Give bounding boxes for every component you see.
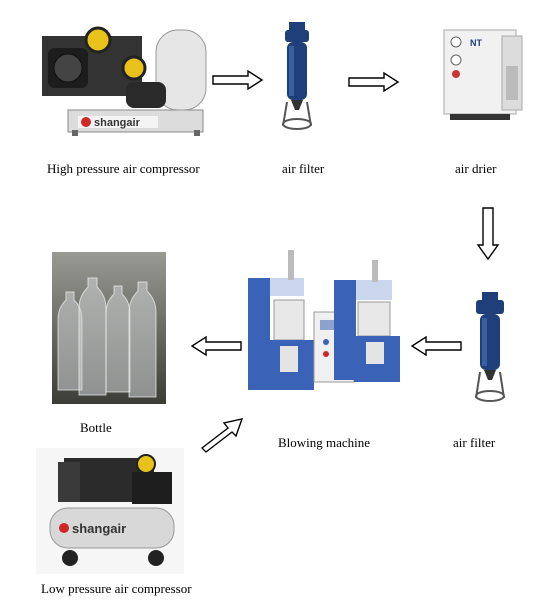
air-filter-top-image [282, 22, 312, 130]
label-high-pressure-compressor: High pressure air compressor [47, 161, 200, 176]
arrow-icon [200, 418, 244, 453]
arrow-icon [348, 71, 400, 93]
air-drier-image: NT [443, 29, 523, 120]
drier-brand-mark: NT [470, 38, 482, 48]
hp-brand-mark: shangair [94, 117, 141, 129]
air-filter-bottom-image [475, 292, 505, 402]
arrow-icon [212, 69, 264, 91]
label-bottle: Bottle [80, 420, 112, 435]
arrow-icon [476, 207, 500, 261]
high-pressure-compressor-image: shangair [38, 18, 213, 138]
low-pressure-compressor-image: shangair [36, 448, 184, 574]
label-blowing-machine: Blowing machine [278, 435, 371, 450]
label-low-pressure-compressor: Low pressure air compressor [41, 581, 192, 596]
label-air-drier: air drier [455, 161, 497, 176]
label-air-filter-bottom: air filter [453, 435, 496, 450]
lp-brand-mark: shangair [72, 521, 126, 536]
blowing-machine-image [248, 250, 400, 390]
arrow-icon [190, 335, 242, 357]
arrow-icon [410, 335, 462, 357]
bottle-image [52, 252, 166, 404]
label-air-filter-top: air filter [282, 161, 325, 176]
